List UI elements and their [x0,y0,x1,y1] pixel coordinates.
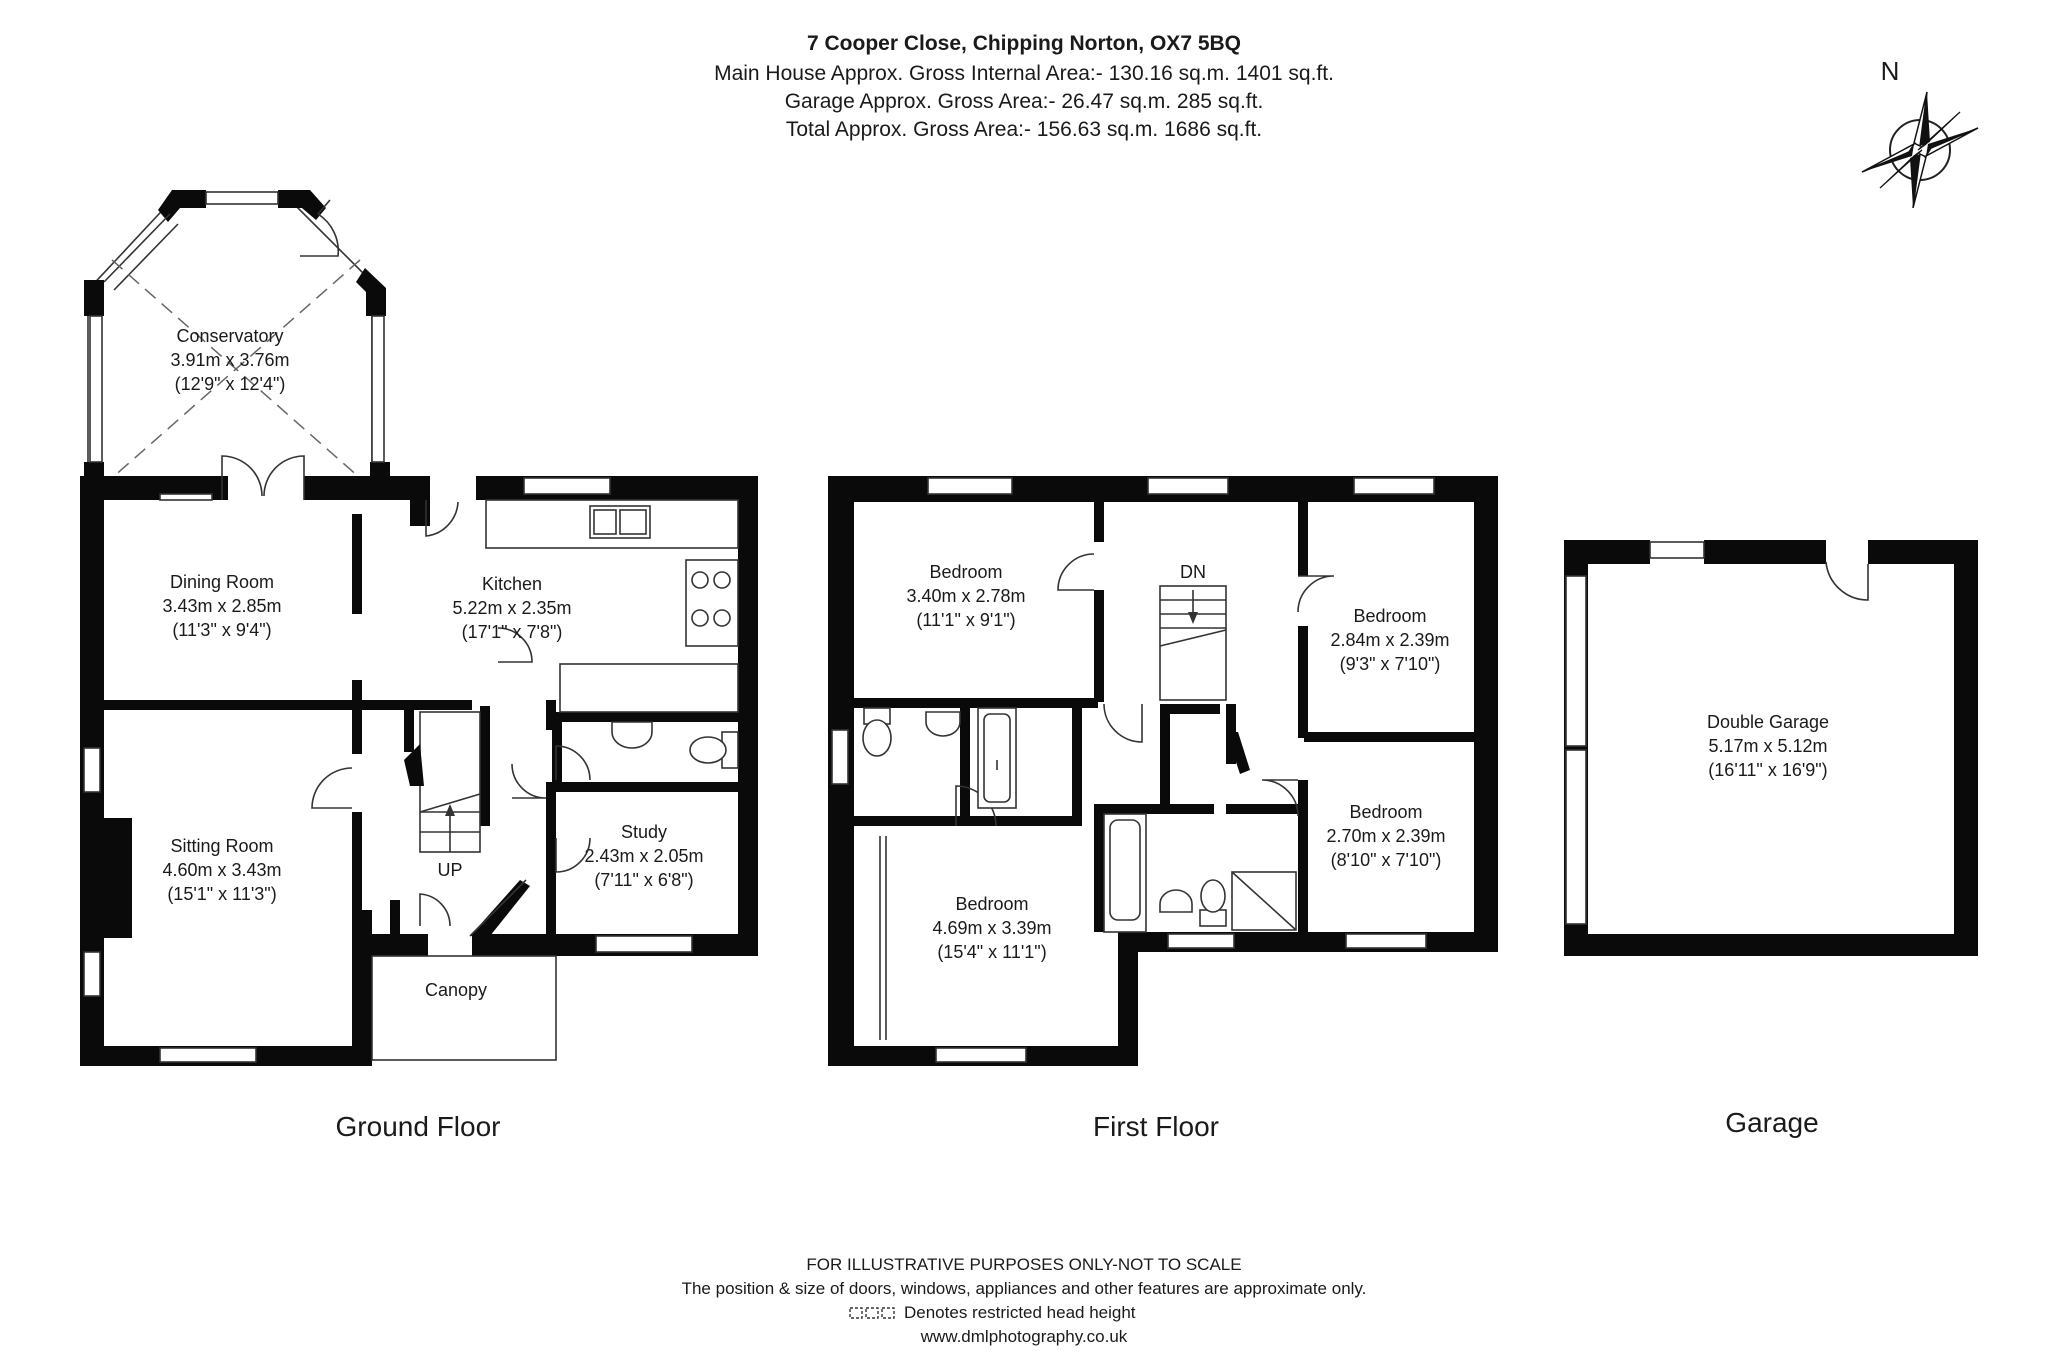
stairs-down-label: DN [1180,562,1206,582]
study-metric: 2.43m x 2.05m [584,846,703,866]
dining-room-imperial: (11'3" x 9'4") [172,620,271,640]
first-floor-stairs [1159,585,1227,701]
conservatory-metric: 3.91m x 3.76m [170,350,289,370]
conservatory-imperial: (12'9" x 12'4") [175,374,286,394]
address-title: 7 Cooper Close, Chipping Norton, OX7 5BQ [807,32,1241,55]
bedroom-1-metric: 3.40m x 2.78m [906,586,1025,606]
first-floor-windows [831,477,1435,1063]
bedroom-1-name: Bedroom [929,562,1002,582]
canopy-area [371,955,557,1061]
ground-floor-doors [221,455,591,927]
study-name: Study [621,822,667,842]
garage-metric: 5.17m x 5.12m [1708,736,1827,756]
bedroom-2-name: Bedroom [1353,606,1426,626]
sitting-room-imperial: (15'1" x 11'3") [167,884,276,904]
restricted-head-height-icon [849,1307,895,1319]
kitchen-fittings [485,499,739,713]
first-floor-fittings [862,707,1297,1040]
disclaimer-body: The position & size of doors, windows, a… [682,1279,1367,1298]
ground-floor-title: Ground Floor [336,1111,501,1142]
header: 7 Cooper Close, Chipping Norton, OX7 5BQ… [714,32,1334,141]
conservatory-structure [84,190,390,482]
sitting-room-metric: 4.60m x 3.43m [162,860,281,880]
garage-imperial: (16'11" x 16'9") [1708,760,1827,780]
garage-door-left [1565,575,1587,747]
kitchen-metric: 5.22m x 2.35m [452,598,571,618]
garage-side-door [1825,561,1869,601]
first-floor-plan: Bedroom 3.40m x 2.78m (11'1" x 9'1") DN … [828,476,1498,1142]
garage-area: Garage Approx. Gross Area:- 26.47 sq.m. … [785,90,1264,113]
bedroom-2-metric: 2.84m x 2.39m [1330,630,1449,650]
bedroom-2-imperial: (9'3" x 7'10") [1340,654,1441,674]
garage-window [1649,541,1705,559]
bedroom-4-name: Bedroom [955,894,1028,914]
kitchen-imperial: (17'1" x 7'8") [462,622,563,642]
stairs-up-label: UP [437,860,462,880]
study-imperial: (7'11" x 6'8") [594,870,693,890]
bedroom-3-imperial: (8'10" x 7'10") [1331,850,1442,870]
restricted-head-height-note: Denotes restricted head height [904,1303,1136,1322]
sitting-room-name: Sitting Room [170,836,273,856]
first-floor-room-labels: Bedroom 3.40m x 2.78m (11'1" x 9'1") DN … [906,562,1449,962]
garage-door-right [1565,749,1587,925]
first-floor-walls [828,476,1498,1066]
compass-rose-icon: N [1861,56,1979,209]
conservatory-name: Conservatory [176,326,283,346]
ground-floor-stairs [404,711,530,937]
total-area: Total Approx. Gross Area:- 156.63 sq.m. … [786,118,1262,141]
ground-floor-windows [83,477,693,1063]
footer: FOR ILLUSTRATIVE PURPOSES ONLY-NOT TO SC… [682,1255,1367,1346]
bedroom-1-imperial: (11'1" x 9'1") [916,610,1015,630]
first-floor-title: First Floor [1093,1111,1219,1142]
canopy-label: Canopy [425,980,487,1000]
garage-title: Garage [1725,1107,1818,1138]
kitchen-name: Kitchen [482,574,542,594]
dining-room-name: Dining Room [170,572,274,592]
bedroom-3-name: Bedroom [1349,802,1422,822]
dining-room-metric: 3.43m x 2.85m [162,596,281,616]
bedroom-3-metric: 2.70m x 2.39m [1326,826,1445,846]
garage-name: Double Garage [1707,712,1829,732]
website-link[interactable]: www.dmlphotography.co.uk [920,1327,1128,1346]
ground-floor-plan: Conservatory 3.91m x 3.76m (12'9" x 12'4… [80,190,758,1142]
ground-floor-room-labels: Conservatory 3.91m x 3.76m (12'9" x 12'4… [162,326,703,1000]
wc-fittings [611,721,739,769]
bedroom-4-metric: 4.69m x 3.39m [932,918,1051,938]
garage-plan: Double Garage 5.17m x 5.12m (16'11" x 16… [1564,540,1978,1138]
disclaimer-title: FOR ILLUSTRATIVE PURPOSES ONLY-NOT TO SC… [806,1255,1241,1274]
main-house-area: Main House Approx. Gross Internal Area:-… [714,62,1334,85]
north-label: N [1881,56,1900,86]
bedroom-4-imperial: (15'4" x 11'1") [937,942,1046,962]
